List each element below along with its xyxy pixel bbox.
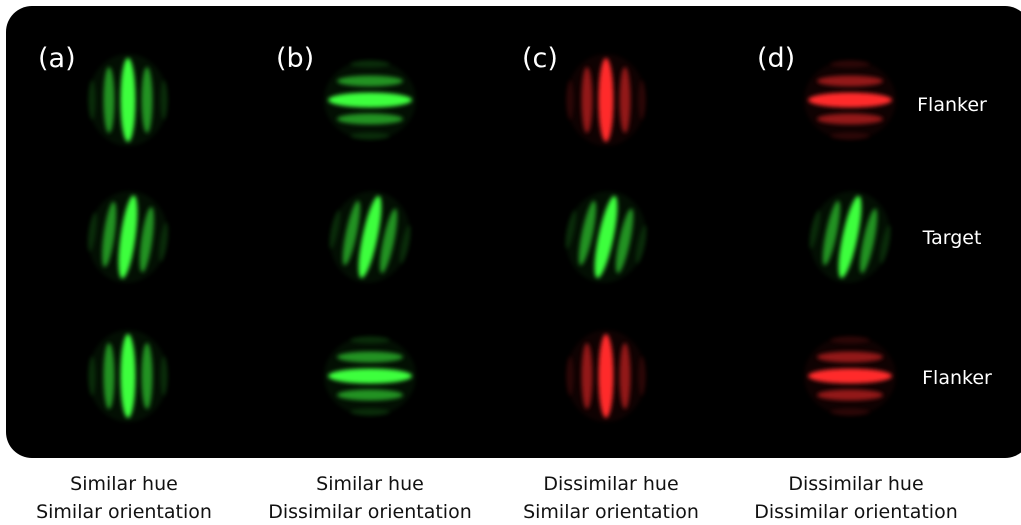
gabor-patches: [87, 54, 896, 422]
caption-a-line-2: Similar orientation: [36, 501, 212, 523]
gabor-flanker-bottom-a: [88, 330, 168, 422]
panel-a-letter: (a): [38, 43, 76, 74]
gabor-flanker-bottom-d: [804, 336, 896, 416]
gabor-flanker-bottom-b: [324, 336, 416, 416]
row-label-target: Target: [922, 227, 982, 249]
gabor-target-c: [565, 191, 647, 283]
gabor-target-d: [809, 191, 891, 283]
gabor-flanker-top-c: [566, 54, 646, 146]
panel-d-letter: (d): [757, 43, 795, 74]
caption-b-line-1: Similar hue: [316, 473, 424, 495]
caption-c-line-1: Dissimilar hue: [543, 473, 678, 495]
caption-d-line-1: Dissimilar hue: [788, 473, 923, 495]
caption-c-line-2: Similar orientation: [523, 501, 699, 523]
panel-b-letter: (b): [276, 43, 314, 74]
panel-c-letter: (c): [522, 43, 558, 74]
row-label-flanker-bottom: Flanker: [922, 367, 992, 389]
gabor-flanker-bottom-c: [566, 330, 646, 422]
row-label-flanker-top: Flanker: [917, 94, 987, 116]
caption-a-line-1: Similar hue: [70, 473, 178, 495]
gabor-flanker-top-d: [804, 60, 896, 140]
gabor-flanker-top-b: [324, 60, 416, 140]
gabor-target-b: [329, 191, 411, 283]
gabor-flanker-top-a: [88, 54, 168, 146]
caption-d-line-2: Dissimilar orientation: [754, 501, 957, 523]
gabor-target-a: [87, 191, 169, 283]
caption-b-line-2: Dissimilar orientation: [268, 501, 471, 523]
stimulus-background: [6, 6, 1021, 458]
